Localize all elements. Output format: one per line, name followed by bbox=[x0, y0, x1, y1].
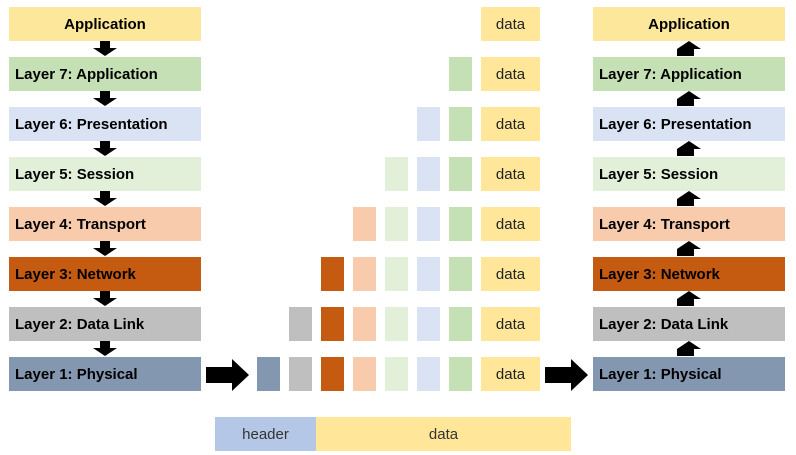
header-cell-layer5 bbox=[385, 157, 408, 191]
encap-data-layer-3: data bbox=[481, 257, 540, 291]
header-cell-layer3 bbox=[321, 257, 344, 291]
header-cell-layer3 bbox=[321, 357, 344, 391]
header-cell-layer6 bbox=[417, 257, 440, 291]
sender-layer-2: Layer 2: Data Link bbox=[9, 307, 201, 341]
up-arrow-icon bbox=[677, 191, 701, 206]
sender-application: Application bbox=[9, 7, 201, 41]
down-arrow-icon bbox=[93, 191, 117, 206]
encap-data-application: data bbox=[481, 7, 540, 41]
up-arrow-icon bbox=[677, 341, 701, 356]
receiver-layer-6: Layer 6: Presentation bbox=[593, 107, 785, 141]
encap-data-layer-4: data bbox=[481, 207, 540, 241]
header-cell-layer3 bbox=[321, 307, 344, 341]
receiver-layer-3: Layer 3: Network bbox=[593, 257, 785, 291]
down-arrow-icon bbox=[93, 291, 117, 306]
sender-layer-1: Layer 1: Physical bbox=[9, 357, 201, 391]
header-cell-layer7 bbox=[449, 357, 472, 391]
encap-data-layer-5: data bbox=[481, 157, 540, 191]
header-cell-layer4 bbox=[353, 357, 376, 391]
header-cell-layer2 bbox=[289, 307, 312, 341]
header-cell-layer6 bbox=[417, 357, 440, 391]
up-arrow-icon bbox=[677, 241, 701, 256]
encap-data-layer-1: data bbox=[481, 357, 540, 391]
receiver-application: Application bbox=[593, 7, 785, 41]
header-cell-layer7 bbox=[449, 57, 472, 91]
down-arrow-icon bbox=[93, 91, 117, 106]
header-cell-layer5 bbox=[385, 307, 408, 341]
sender-layer-6: Layer 6: Presentation bbox=[9, 107, 201, 141]
receiver-layer-4: Layer 4: Transport bbox=[593, 207, 785, 241]
header-cell-layer5 bbox=[385, 357, 408, 391]
encap-data-layer-7: data bbox=[481, 57, 540, 91]
header-cell-layer6 bbox=[417, 207, 440, 241]
up-arrow-icon bbox=[677, 91, 701, 106]
header-cell-layer7 bbox=[449, 257, 472, 291]
up-arrow-icon bbox=[677, 141, 701, 156]
header-cell-layer7 bbox=[449, 107, 472, 141]
header-cell-layer4 bbox=[353, 307, 376, 341]
receiver-layer-5: Layer 5: Session bbox=[593, 157, 785, 191]
legend-header: header bbox=[215, 417, 316, 451]
sender-layer-7: Layer 7: Application bbox=[9, 57, 201, 91]
legend-data: data bbox=[316, 417, 571, 451]
receiver-layer-2: Layer 2: Data Link bbox=[593, 307, 785, 341]
header-cell-layer6 bbox=[417, 107, 440, 141]
right-arrow-icon bbox=[206, 359, 249, 391]
down-arrow-icon bbox=[93, 241, 117, 256]
receiver-up-arrows bbox=[677, 41, 701, 356]
up-arrow-icon bbox=[677, 291, 701, 306]
down-arrow-icon bbox=[93, 341, 117, 356]
header-cell-layer6 bbox=[417, 307, 440, 341]
up-arrow-icon bbox=[677, 41, 701, 56]
header-cell-layer7 bbox=[449, 307, 472, 341]
header-cell-layer1 bbox=[257, 357, 280, 391]
right-arrow-icon bbox=[545, 359, 588, 391]
sender-layer-4: Layer 4: Transport bbox=[9, 207, 201, 241]
encap-data-layer-2: data bbox=[481, 307, 540, 341]
header-cell-layer2 bbox=[289, 357, 312, 391]
header-cell-layer7 bbox=[449, 157, 472, 191]
down-arrow-icon bbox=[93, 141, 117, 156]
receiver-layer-1: Layer 1: Physical bbox=[593, 357, 785, 391]
down-arrow-icon bbox=[93, 41, 117, 56]
receiver-layer-7: Layer 7: Application bbox=[593, 57, 785, 91]
sender-down-arrows bbox=[93, 41, 117, 356]
encap-data-layer-6: data bbox=[481, 107, 540, 141]
sender-layer-5: Layer 5: Session bbox=[9, 157, 201, 191]
header-cell-layer7 bbox=[449, 207, 472, 241]
header-cell-layer5 bbox=[385, 257, 408, 291]
header-cell-layer4 bbox=[353, 257, 376, 291]
header-cell-layer4 bbox=[353, 207, 376, 241]
sender-layer-3: Layer 3: Network bbox=[9, 257, 201, 291]
header-cell-layer6 bbox=[417, 157, 440, 191]
header-cell-layer5 bbox=[385, 207, 408, 241]
